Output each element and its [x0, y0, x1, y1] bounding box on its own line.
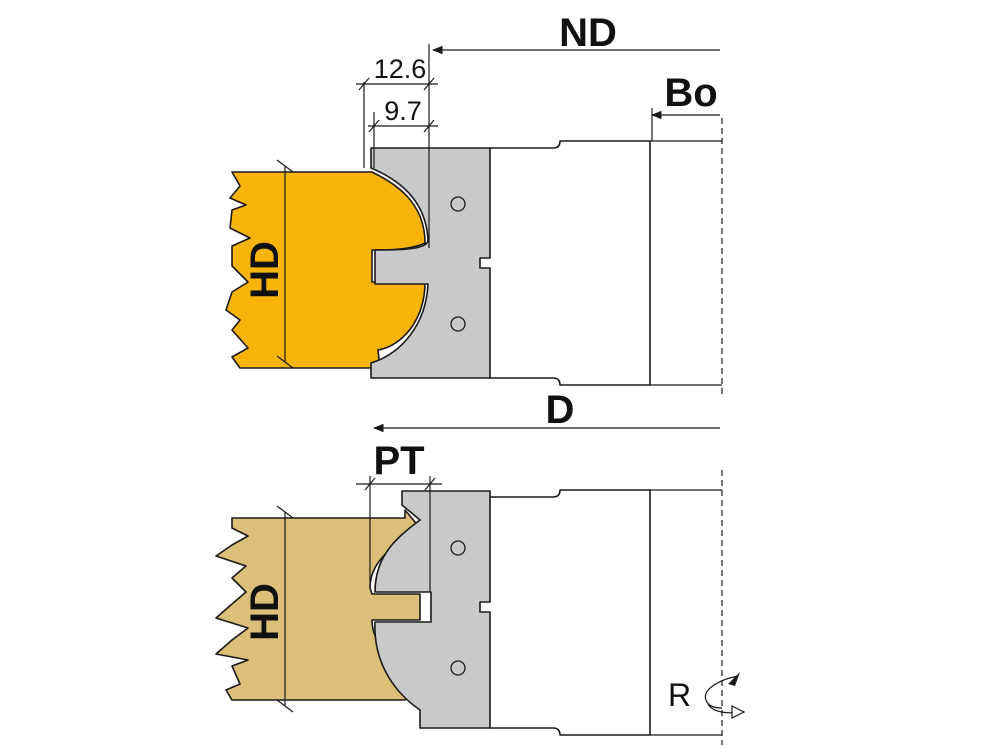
top-hd-tick-upper: [276, 159, 294, 173]
rotation-label: R: [668, 677, 691, 713]
d-dimension: D: [372, 388, 720, 433]
pt-tick-right: [424, 477, 436, 491]
top-blade-screw-upper: [450, 196, 466, 212]
bottom-blade-screw-upper: [450, 540, 466, 556]
bottom-blade-screw-lower: [450, 660, 466, 676]
dim-9-7-tick-right: [423, 119, 435, 133]
bottom-cutter-body: [490, 489, 651, 736]
bottom-hd-label: HD: [243, 583, 287, 641]
dim-12-6-label: 12.6: [374, 54, 427, 84]
top-assembly: HD 12.6 9.7 ND Bo: [225, 11, 723, 395]
dim-12-6-tick-right: [423, 77, 435, 91]
bottom-assembly: HD PT R: [215, 439, 746, 745]
d-label: D: [546, 388, 575, 432]
dim-9-7-label: 9.7: [384, 96, 422, 126]
top-workpiece: [225, 171, 426, 369]
top-hd-tick-lower: [276, 355, 294, 369]
rotation-arrow-icon: [704, 672, 746, 719]
dim-9-7-tick-left: [368, 119, 380, 133]
top-blade-screw-lower: [450, 316, 466, 332]
bottom-hd-tick-upper: [276, 505, 294, 519]
pt-label: PT: [373, 439, 424, 483]
dim-12-6-tick-left: [358, 77, 370, 91]
pt-tick-left: [364, 477, 376, 491]
top-hd-label: HD: [243, 241, 287, 299]
bottom-hd-tick-lower: [276, 699, 294, 713]
top-cutter-body: [490, 140, 651, 386]
bo-label: Bo: [664, 71, 717, 115]
nd-label: ND: [559, 11, 617, 55]
